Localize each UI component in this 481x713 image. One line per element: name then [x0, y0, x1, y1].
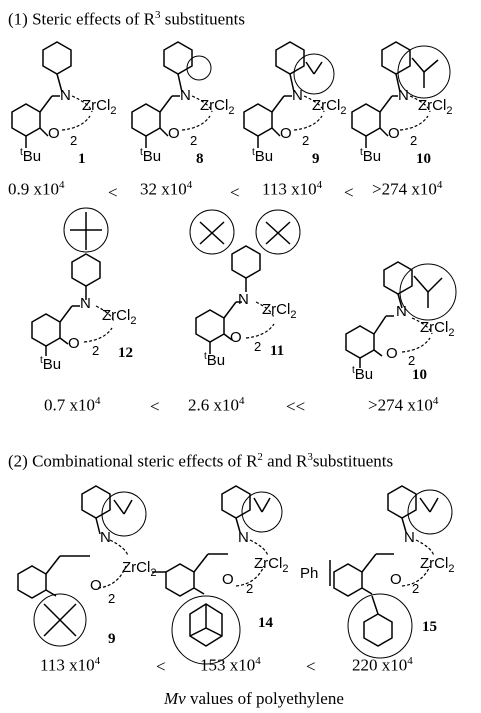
- metal-label-1: ZrCl2: [82, 97, 117, 117]
- structure-10-row1: [351, 41, 451, 148]
- tbu-label-1: tBu: [20, 147, 42, 165]
- compound-number-15: 15: [422, 619, 437, 635]
- op-row1-1: <: [108, 183, 118, 202]
- o-label-11: O: [230, 329, 242, 346]
- structure-15: [329, 485, 453, 659]
- tbu-label-12: tBu: [40, 355, 62, 373]
- value-row2-2: 2.6 x104: [188, 395, 245, 415]
- ring-sub-14: 2: [246, 581, 254, 596]
- tbu-label-9: tBu: [252, 147, 274, 165]
- value-row1-2: 32 x104: [140, 179, 193, 199]
- op-row1-3: <: [344, 183, 354, 202]
- ring-sub-12: 2: [92, 343, 100, 358]
- compound-number-1: 1: [78, 151, 86, 167]
- compound-number-14: 14: [258, 615, 273, 631]
- value-row2-1: 0.7 x104: [44, 395, 101, 415]
- structure-14: [152, 485, 283, 665]
- section1-title: (1) Steric effects of R3 substituents: [8, 9, 246, 29]
- structure-12: [31, 207, 115, 356]
- op-row2-2: <<: [286, 397, 306, 416]
- caption: Mv values of polyethylene: [164, 689, 344, 708]
- tbu-label-8: tBu: [140, 147, 162, 165]
- metal-label-10b: ZrCl2: [420, 319, 455, 339]
- section2-title: (2) Combinational steric effects of R2 a…: [8, 451, 394, 471]
- metal-label-14: ZrCl2: [254, 555, 289, 575]
- ph-label-15: Ph: [300, 565, 319, 582]
- o-label-1: O: [48, 125, 60, 142]
- n-label-14: N: [238, 529, 249, 546]
- o-label-10b: O: [386, 345, 398, 362]
- o-label-15: O: [390, 571, 402, 588]
- structure-10-row2: [345, 261, 457, 368]
- structure-1: [11, 41, 93, 148]
- compound-number-8: 8: [196, 151, 204, 167]
- tbu-label-10b: tBu: [352, 365, 374, 383]
- value-row3-2: 153 x104: [200, 655, 261, 675]
- o-label-9: O: [280, 125, 292, 142]
- value-row1-1: 0.9 x104: [8, 179, 65, 199]
- n-label-10: N: [398, 87, 409, 104]
- ring-sub-9: 2: [302, 133, 310, 148]
- structure-9-row3: [17, 485, 147, 647]
- ring-sub-15: 2: [412, 581, 420, 596]
- metal-label-10: ZrCl2: [418, 97, 453, 117]
- n-label-9b: N: [100, 529, 111, 546]
- n-label-15: N: [404, 529, 415, 546]
- n-label-8: N: [180, 87, 191, 104]
- ring-sub-8: 2: [190, 133, 198, 148]
- metal-label-15: ZrCl2: [420, 555, 455, 575]
- tbu-label-11: tBu: [204, 351, 226, 369]
- n-label-1: N: [60, 87, 71, 104]
- metal-label-9: ZrCl2: [312, 97, 347, 117]
- o-label-9b: O: [90, 577, 102, 594]
- o-label-8: O: [168, 125, 180, 142]
- compound-number-10: 10: [416, 151, 431, 167]
- value-row1-4: >274 x104: [372, 179, 443, 199]
- compound-number-12: 12: [118, 345, 133, 361]
- structure-11: [189, 209, 301, 354]
- tbu-label-10: tBu: [360, 147, 382, 165]
- op-row1-2: <: [230, 183, 240, 202]
- value-row1-3: 113 x104: [262, 179, 323, 199]
- value-row2-3: >274 x104: [368, 395, 439, 415]
- n-label-10b: N: [396, 303, 407, 320]
- op-row3-2: <: [306, 657, 316, 676]
- o-label-12: O: [68, 335, 80, 352]
- metal-label-11: ZrCl2: [262, 301, 297, 321]
- op-row2-1: <: [150, 397, 160, 416]
- n-label-9: N: [292, 87, 303, 104]
- ring-sub-1: 2: [70, 133, 78, 148]
- structure-8: [131, 41, 213, 148]
- metal-label-9b: ZrCl2: [122, 559, 157, 579]
- ring-sub-10b: 2: [408, 353, 416, 368]
- metal-label-12: ZrCl2: [102, 307, 137, 327]
- o-label-10: O: [388, 125, 400, 142]
- o-label-14: O: [222, 571, 234, 588]
- op-row3-1: <: [156, 657, 166, 676]
- compound-number-9: 9: [312, 151, 320, 167]
- metal-label-8: ZrCl2: [200, 97, 235, 117]
- ring-sub-11: 2: [254, 339, 262, 354]
- compound-number-10b: 10: [412, 367, 427, 383]
- value-row3-1: 113 x104: [40, 655, 101, 675]
- structure-9: [243, 41, 335, 148]
- ring-sub-10: 2: [410, 133, 418, 148]
- value-row3-3: 220 x104: [352, 655, 413, 675]
- compound-number-9b: 9: [108, 631, 116, 647]
- n-label-12: N: [80, 295, 91, 312]
- ring-sub-9b: 2: [108, 591, 116, 606]
- n-label-11: N: [238, 291, 249, 308]
- compound-number-11: 11: [270, 343, 285, 359]
